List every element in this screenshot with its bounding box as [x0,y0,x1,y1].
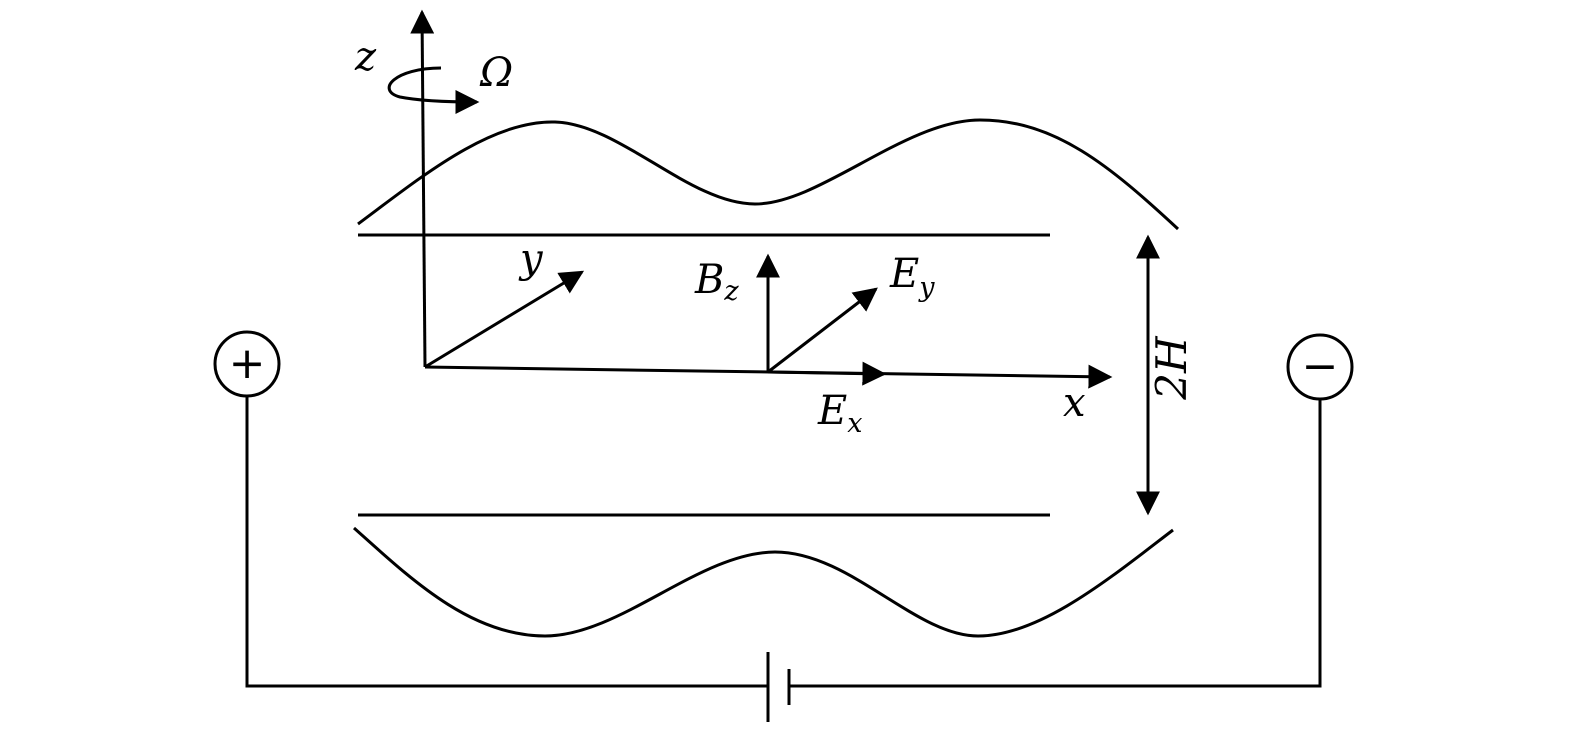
z-axis-arrow [410,9,435,368]
y-axis-label: y [518,236,544,282]
z-axis-label: z [354,34,377,80]
omega-label: Ω [479,50,513,96]
ey-label: Ey [889,251,935,303]
gap-label: 2H [1147,335,1196,401]
left-wire [245,396,768,688]
right-wire [789,399,1322,688]
positive-symbol: + [229,338,266,389]
lower-wavy-wall [353,526,1174,638]
y-axis-arrow [424,270,585,369]
ey-vector [767,287,878,374]
rotation-arrow [387,66,480,114]
negative-symbol: − [1302,341,1339,392]
x-axis-label: x [1063,380,1086,426]
ex-label: Ex [817,388,862,439]
upper-wavy-wall [357,118,1180,231]
bz-label: Bz [694,257,739,307]
ex-vector [767,361,887,386]
